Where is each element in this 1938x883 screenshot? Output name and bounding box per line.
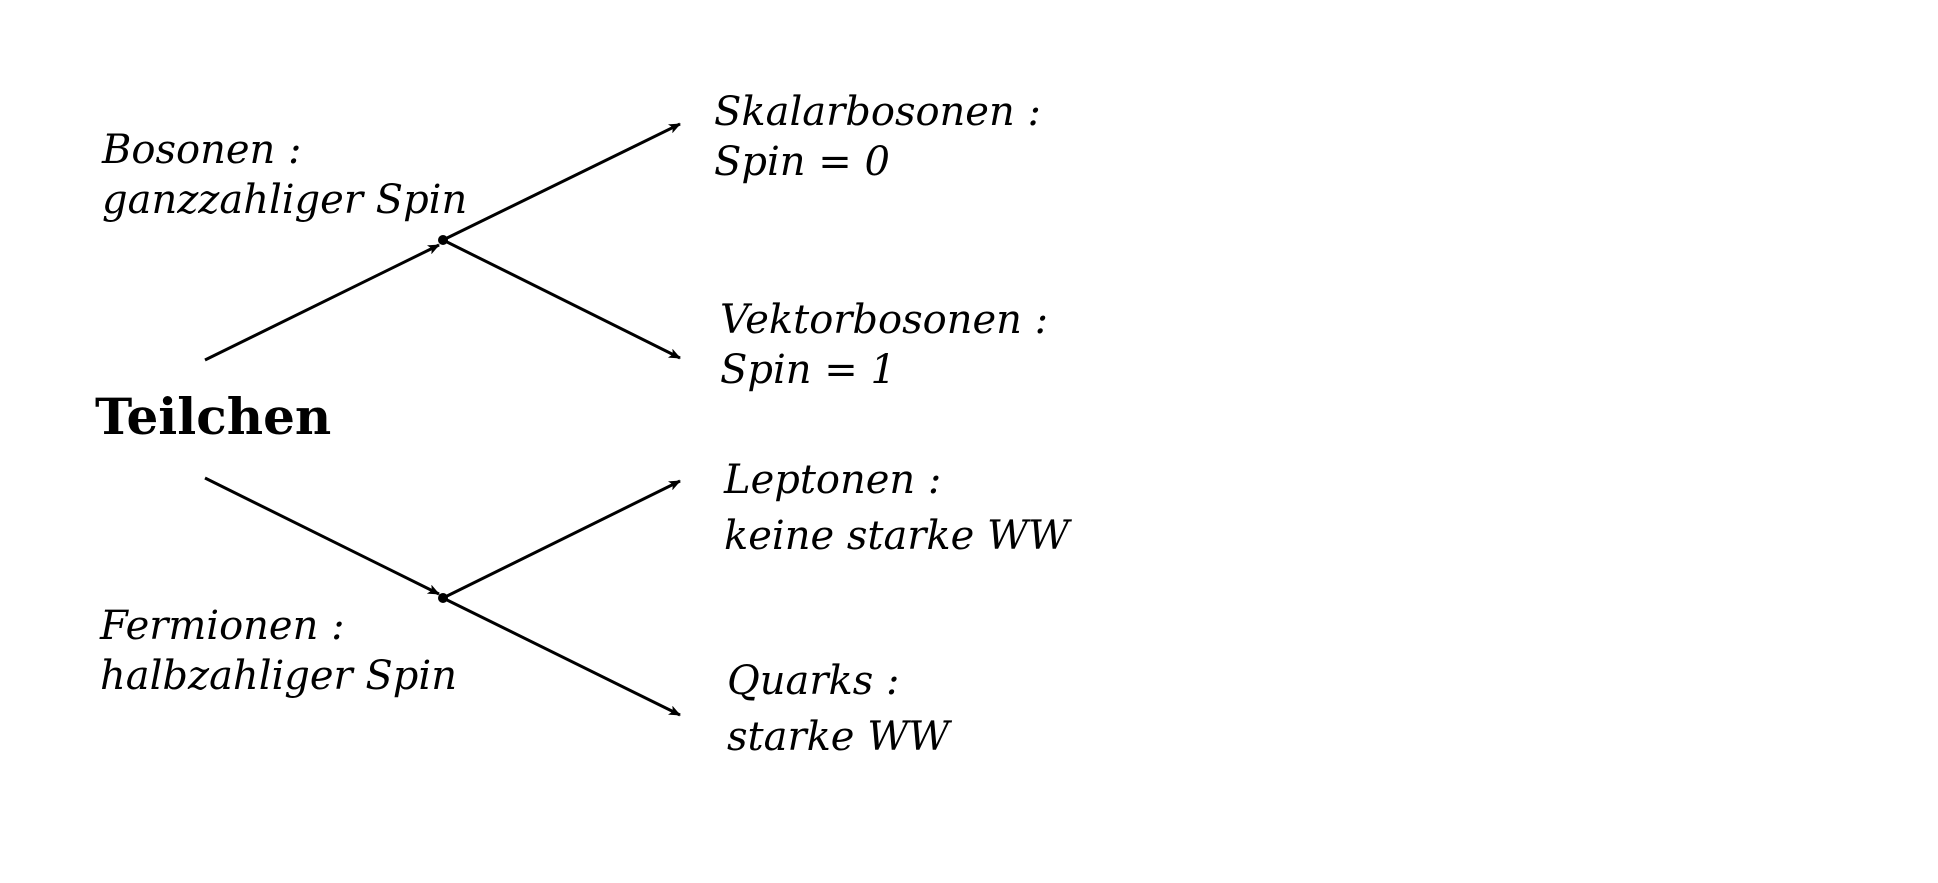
leaf-subtitle: keine starke WW — [724, 513, 1070, 559]
edge-teilchen-to-bosonen — [204, 243, 440, 362]
root-label-teilchen: Teilchen — [95, 387, 332, 446]
leaf-title: Vektorbosonen : — [720, 297, 1049, 343]
leaf-label-skalarbosonen: Skalarbosonen : Spin = 0 — [714, 87, 1041, 187]
leaf-subtitle: Spin = 0 — [714, 139, 890, 185]
branch-label-bosonen: Bosonen : ganzzahliger Spin — [102, 125, 467, 225]
branch-title: Bosonen : — [102, 127, 302, 173]
edge-fermionen-to-quarks — [442, 596, 681, 717]
branch-label-fermionen: Fermionen : halbzahliger Spin — [100, 601, 457, 701]
edge-teilchen-to-fermionen — [204, 476, 440, 596]
leaf-title: Quarks : — [727, 658, 900, 704]
leaf-label-quarks: Quarks : starke WW — [727, 653, 949, 765]
leaf-title: Leptonen : — [724, 457, 942, 503]
branch-subtitle: ganzzahliger Spin — [102, 177, 468, 223]
edge-fermionen-to-leptonen — [442, 479, 681, 600]
leaf-subtitle: Spin = 1 — [720, 347, 896, 393]
leaf-subtitle: starke WW — [727, 714, 950, 760]
edge-bosonen-to-vektorbosonen — [442, 238, 681, 360]
edge-bosonen-to-skalarbosonen — [442, 122, 681, 242]
branch-title: Fermionen : — [100, 603, 345, 649]
leaf-label-vektorbosonen: Vektorbosonen : Spin = 1 — [720, 295, 1048, 395]
fermionen-branch-node — [438, 593, 448, 603]
leaf-label-leptonen: Leptonen : keine starke WW — [724, 452, 1069, 564]
branch-subtitle: halbzahliger Spin — [100, 653, 457, 699]
bosonen-branch-node — [438, 235, 448, 245]
leaf-title: Skalarbosonen : — [714, 89, 1041, 135]
